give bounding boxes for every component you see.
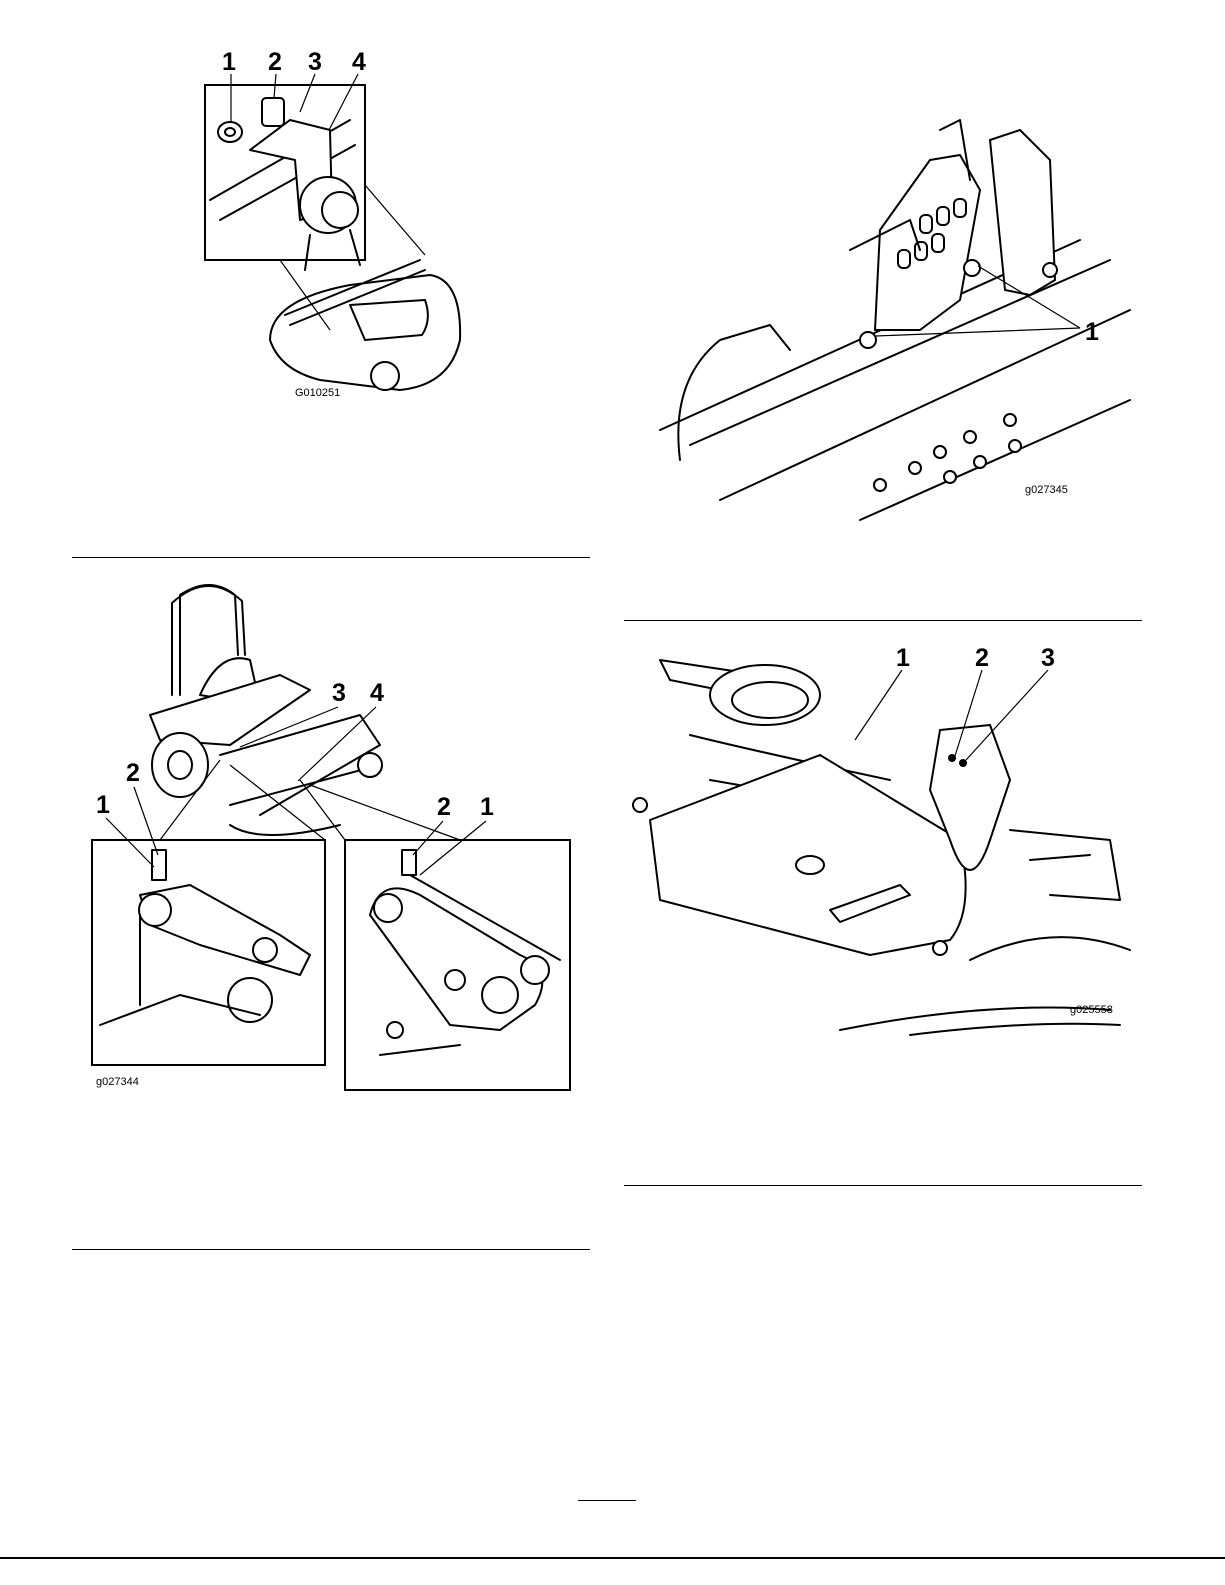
figure-g025558-drawing: 1 2 3 g025558 (630, 640, 1130, 1040)
rule-right-2 (624, 1185, 1142, 1186)
callout-4: 4 (370, 679, 384, 707)
rule-left-2 (72, 1249, 590, 1250)
deck-cover (650, 755, 966, 955)
figure-g010251-drawing: 1 2 3 4 G010251 (200, 40, 480, 410)
callout-1: 1 (1085, 318, 1099, 346)
callout-1-right: 1 (480, 793, 494, 821)
figure-id: g025558 (1070, 1004, 1113, 1016)
callout-2: 2 (975, 644, 989, 672)
footer-rule (0, 1557, 1225, 1559)
deck (270, 275, 460, 390)
bolt-right (964, 260, 980, 276)
callout-1: 1 (222, 48, 236, 76)
callout-2-left: 2 (126, 759, 140, 787)
bolt-head (262, 98, 284, 126)
figure-id: G010251 (295, 387, 340, 399)
bracket (875, 155, 980, 330)
callout-2: 2 (268, 48, 282, 76)
callout-2-right: 2 (437, 793, 451, 821)
bolt-left (860, 332, 876, 348)
figure-g027345-drawing: 1 g027345 (660, 100, 1130, 540)
callout-4: 4 (352, 48, 366, 76)
figure-g027345: 1 g027345 (660, 100, 1130, 540)
floor-bolts (874, 414, 1021, 491)
figure-id: g027345 (1025, 484, 1068, 496)
rule-left-1 (72, 557, 590, 558)
caster-wheel (358, 753, 382, 777)
callout-3: 3 (308, 48, 322, 76)
figure-g027344: 3 4 1 2 2 1 g027344 (80, 575, 580, 1095)
callout-1-left: 1 (96, 791, 110, 819)
adjust-bolt (152, 850, 166, 880)
figure-g010251: 1 2 3 4 G010251 (200, 40, 480, 410)
handle (678, 325, 790, 460)
page-number-line (578, 1500, 636, 1501)
hole-3 (959, 759, 967, 767)
rule-right-1 (624, 620, 1142, 621)
figure-g025558: 1 2 3 g025558 (630, 640, 1130, 1040)
figure-g027344-drawing: 3 4 1 2 2 1 g027344 (80, 575, 580, 1095)
callout-1: 1 (896, 644, 910, 672)
callout-3: 3 (1041, 644, 1055, 672)
figure-id: g027344 (96, 1076, 139, 1088)
callout-3: 3 (332, 679, 346, 707)
